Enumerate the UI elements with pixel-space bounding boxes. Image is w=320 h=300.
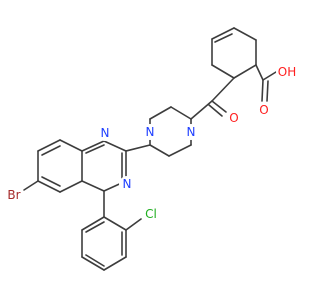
bond <box>211 77 235 102</box>
bond <box>233 64 257 79</box>
bond <box>211 100 227 113</box>
atom-label-chlorine: Cl <box>145 207 157 221</box>
bond <box>233 27 257 41</box>
bond <box>85 144 105 154</box>
atom-label-n-quinazoline-top: N <box>101 126 110 140</box>
bond <box>81 216 105 231</box>
bond <box>211 64 235 79</box>
bond <box>23 180 39 191</box>
bond <box>125 144 151 152</box>
bond <box>85 254 105 267</box>
bond <box>149 106 172 120</box>
atom-label-n-piperazine-left: N <box>146 125 155 139</box>
bond <box>103 256 127 271</box>
atom-label-n-piperazine-right: N <box>187 125 196 139</box>
bond <box>255 64 264 81</box>
chemical-structure: N N N N O OH O Br Cl <box>4 27 298 271</box>
bond <box>41 176 61 187</box>
bond <box>266 80 269 102</box>
atom-label-o-carbonyl: O <box>229 111 238 125</box>
bond <box>149 144 170 157</box>
bond <box>41 145 61 156</box>
atom-label-oh-acid: OH <box>278 65 296 79</box>
bond <box>59 180 83 193</box>
atom-label-n-quinazoline-bottom: N <box>123 177 132 191</box>
atom-label-o-acid-carbonyl: O <box>259 103 268 117</box>
bond <box>37 180 61 193</box>
bond <box>261 79 264 102</box>
bond <box>81 140 105 152</box>
bond <box>81 256 105 271</box>
bond-lines <box>23 27 277 271</box>
bond <box>262 71 277 81</box>
bond <box>59 139 83 152</box>
bond <box>85 221 105 233</box>
atom-labels: N N N N O OH O Br Cl <box>4 61 298 224</box>
bond <box>81 180 105 192</box>
bond <box>214 33 233 43</box>
bond <box>168 144 192 157</box>
bond <box>190 100 213 120</box>
bond <box>170 106 192 120</box>
bond <box>211 27 235 40</box>
bond <box>208 104 223 117</box>
bond <box>37 139 61 152</box>
bond <box>103 140 127 152</box>
bond <box>125 218 142 231</box>
bond <box>103 216 127 231</box>
atom-label-bromine: Br <box>7 188 20 202</box>
